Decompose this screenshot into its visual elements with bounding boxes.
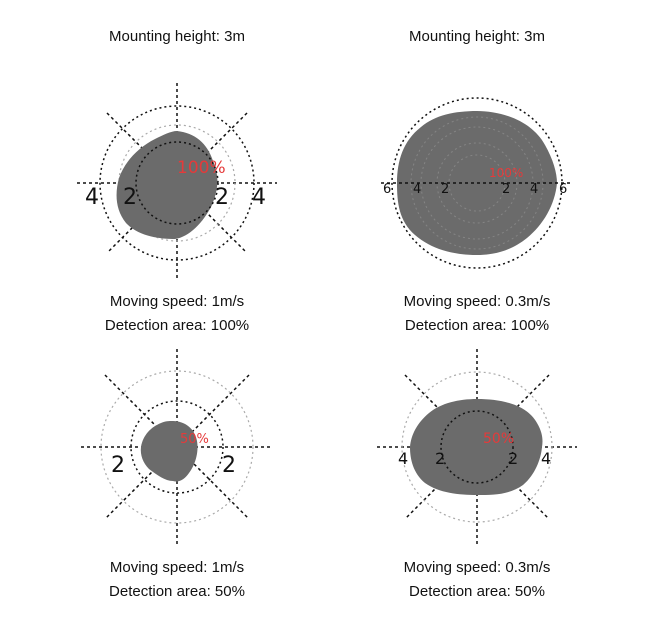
diagram-1-speed: Moving speed: 1m/s bbox=[109, 293, 245, 310]
tick-right-2: 4 bbox=[530, 182, 538, 197]
percent-label: 50% bbox=[180, 432, 209, 447]
tick-left-outer: 4 bbox=[398, 449, 408, 468]
diagram-4-area: Detection area: 50% bbox=[409, 583, 545, 600]
detection-diagram-1: 100% 4 2 2 4 bbox=[77, 83, 277, 279]
percent-label: 100% bbox=[177, 158, 226, 178]
diagram-2-header: Mounting height: 3m bbox=[409, 28, 545, 45]
outer-ring-grey bbox=[100, 370, 254, 524]
diagram-1-header: Mounting height: 3m bbox=[109, 28, 245, 45]
percent-label: 50% bbox=[483, 431, 514, 447]
inner-ring bbox=[135, 141, 219, 225]
percent-label: 100% bbox=[489, 166, 523, 180]
tick-left-inner: 2 bbox=[435, 449, 445, 468]
tick-left-outer: 4 bbox=[85, 185, 99, 210]
diagram-3-speed: Moving speed: 1m/s bbox=[109, 559, 245, 576]
detection-diagram-4: 50% 4 2 2 4 bbox=[377, 349, 577, 545]
diagram-2-area: Detection area: 100% bbox=[404, 317, 550, 334]
tick-left-2: 4 bbox=[413, 182, 421, 197]
outer-ring bbox=[99, 105, 255, 261]
coverage-area bbox=[116, 131, 218, 239]
tick-left-3: 2 bbox=[441, 182, 449, 197]
tick-left-inner: 2 bbox=[123, 185, 137, 210]
diagram-1-area: Detection area: 100% bbox=[104, 317, 250, 334]
tick-right: 2 bbox=[222, 453, 236, 478]
inner-ring bbox=[130, 400, 224, 494]
outer-ring-grey bbox=[401, 371, 553, 523]
tick-right-outer: 4 bbox=[541, 449, 551, 468]
detection-diagram-2: 100% 6 4 2 2 4 6 bbox=[381, 97, 573, 269]
tick-right-inner: 2 bbox=[508, 449, 518, 468]
diagram-2-speed: Moving speed: 0.3m/s bbox=[403, 293, 551, 310]
tick-right-1: 6 bbox=[559, 182, 567, 197]
tick-right-3: 2 bbox=[502, 182, 510, 197]
tick-left: 2 bbox=[111, 453, 125, 478]
inner-ring bbox=[440, 410, 514, 484]
tick-right-outer: 4 bbox=[252, 185, 266, 210]
coverage-area bbox=[140, 421, 198, 482]
coverage-area bbox=[410, 399, 543, 495]
diagram-3-area: Detection area: 50% bbox=[109, 583, 245, 600]
diagram-4-speed: Moving speed: 0.3m/s bbox=[403, 559, 551, 576]
detection-diagram-3: 50% 2 2 bbox=[81, 349, 273, 545]
tick-right-inner: 2 bbox=[215, 185, 229, 210]
tick-left-1: 6 bbox=[383, 182, 391, 197]
